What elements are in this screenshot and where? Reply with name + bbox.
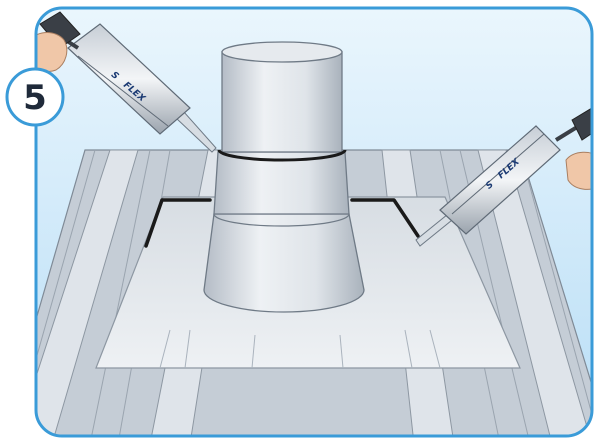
- step-badge-circle: [5, 67, 65, 127]
- frame-border: [34, 6, 594, 438]
- step-number: 5: [23, 78, 47, 118]
- pipe-clamp-band: [217, 149, 347, 162]
- step-badge: 5: [5, 67, 65, 127]
- brand-prefix-left: S: [109, 70, 120, 82]
- vent-pipe: [217, 41, 347, 162]
- brand-prefix-right: S: [484, 180, 495, 192]
- sealant-bead: [144, 198, 420, 248]
- scene: [36, 11, 592, 436]
- hand-right: [565, 151, 592, 190]
- caulking-gun-left: [39, 11, 217, 153]
- caulking-gun-right: [415, 107, 592, 247]
- pipe-boot: [203, 151, 365, 313]
